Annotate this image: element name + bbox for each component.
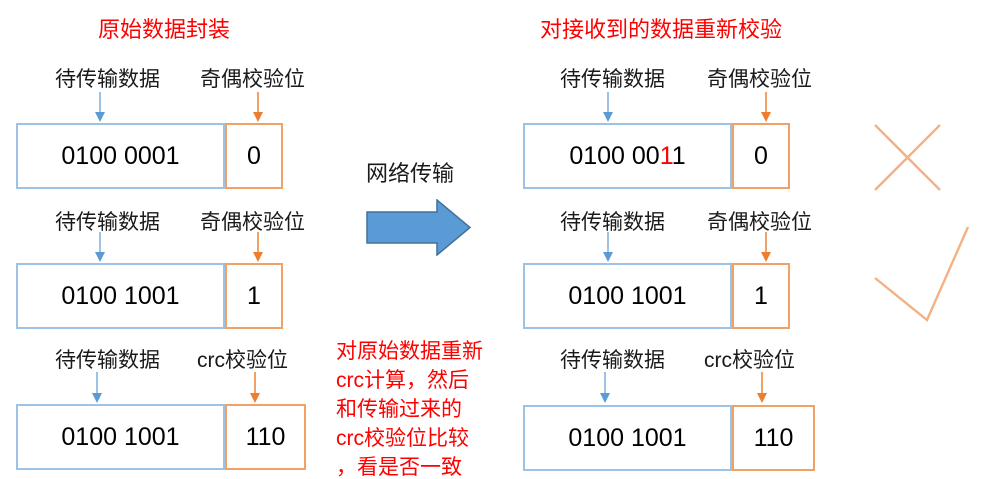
check-value: 1	[754, 281, 768, 310]
check-value: 0	[754, 141, 768, 170]
check-label: 奇偶校验位	[200, 68, 305, 91]
check-box: 110	[732, 405, 815, 471]
data-value: 0100 0011	[569, 142, 685, 171]
data-box: 0100 1001	[523, 263, 732, 329]
crc-compare-note: 对原始数据重新 crc计算，然后 和传输过来的 crc校验位比较 ，看是否一致	[336, 337, 483, 479]
down-arrow-icon	[92, 372, 102, 403]
check-box: 1	[732, 263, 790, 329]
check-label: crc校验位	[197, 349, 288, 372]
down-arrow-icon	[761, 232, 771, 262]
check-value: 110	[245, 422, 286, 451]
data-box: 0100 0001	[16, 123, 225, 189]
result-marks	[874, 124, 970, 322]
data-box: 0100 1001	[16, 404, 225, 470]
data-box: 0100 0011	[523, 123, 732, 189]
data-value-suffix: 1	[671, 141, 686, 170]
data-value: 0100 1001	[568, 281, 687, 310]
down-arrow-icon	[95, 92, 105, 122]
down-arrow-icon	[603, 232, 613, 262]
down-arrow-icon	[761, 92, 771, 122]
data-label: 待传输数据	[560, 211, 665, 234]
down-arrow-icon	[757, 372, 767, 403]
network-transfer-arrow-icon	[366, 199, 472, 256]
check-value: 0	[247, 141, 261, 170]
data-value: 0100 1001	[568, 423, 687, 452]
check-value: 110	[753, 423, 794, 452]
data-label: 待传输数据	[55, 68, 160, 91]
check-label: 奇偶校验位	[707, 211, 812, 234]
down-arrow-icon	[600, 372, 610, 403]
check-box: 110	[225, 404, 306, 470]
data-value: 0100 0001	[61, 141, 180, 170]
data-box: 0100 1001	[16, 263, 225, 329]
data-label: 待传输数据	[55, 211, 160, 234]
check-box: 0	[225, 123, 283, 189]
note-line: crc校验位比较	[336, 427, 469, 450]
down-arrow-icon	[95, 232, 105, 262]
data-label: 待传输数据	[55, 349, 160, 372]
note-line: ，看是否一致	[336, 456, 462, 479]
note-line: 对原始数据重新	[336, 340, 483, 363]
check-label: crc校验位	[704, 349, 795, 372]
data-label: 待传输数据	[560, 68, 665, 91]
error-cross-icon	[874, 124, 941, 191]
left-panel-title: 原始数据封装	[98, 17, 231, 42]
check-label: 奇偶校验位	[200, 211, 305, 234]
down-arrow-icon	[253, 232, 263, 262]
check-box: 1	[225, 263, 283, 329]
check-box: 0	[732, 123, 790, 189]
error-bit: 1	[659, 141, 672, 170]
data-value-prefix: 0100 00	[569, 141, 660, 170]
note-line: 和传输过来的	[336, 398, 462, 421]
network-transfer-label: 网络传输	[366, 161, 455, 186]
data-value: 0100 1001	[61, 422, 180, 451]
right-panel-title: 对接收到的数据重新校验	[540, 17, 783, 42]
data-label: 待传输数据	[560, 349, 665, 372]
note-line: crc计算，然后	[336, 369, 469, 392]
ok-check-icon	[874, 226, 970, 322]
check-value: 1	[247, 281, 261, 310]
down-arrow-icon	[603, 92, 613, 122]
data-box: 0100 1001	[523, 405, 732, 471]
down-arrow-icon	[253, 92, 263, 122]
data-value: 0100 1001	[61, 281, 180, 310]
down-arrow-icon	[250, 372, 260, 403]
check-label: 奇偶校验位	[707, 68, 812, 91]
